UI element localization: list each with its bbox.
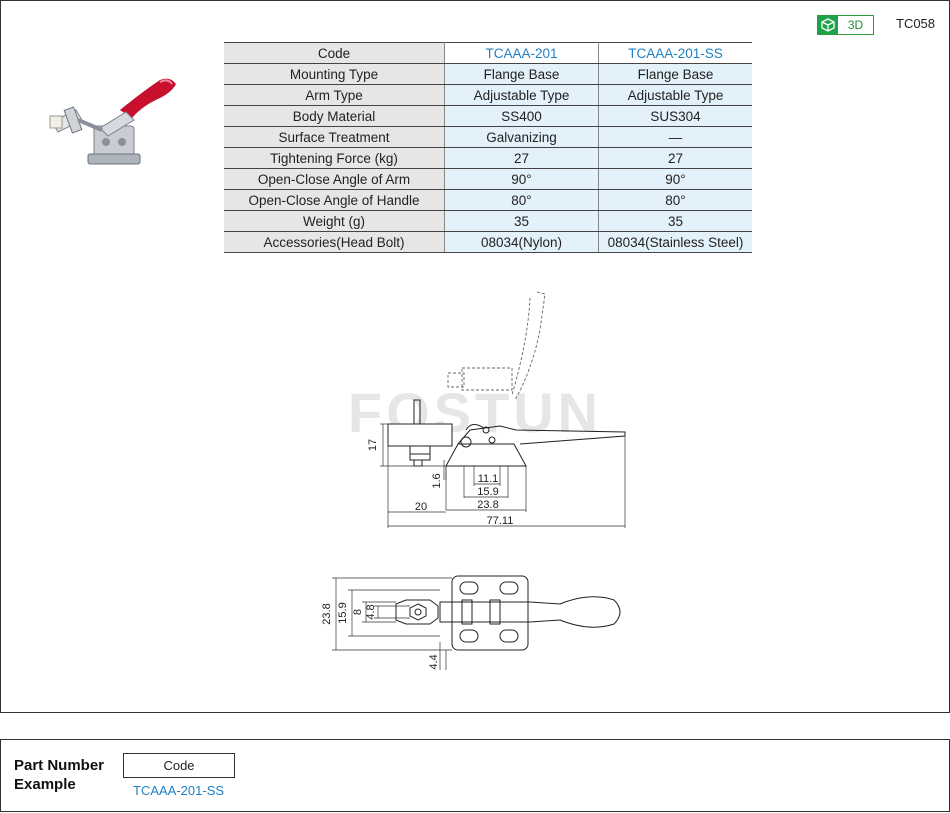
side-view — [387, 399, 626, 467]
top-view-dimensions — [332, 577, 452, 670]
header-col1: TCAAA-201 — [444, 42, 599, 64]
page-code: TC058 — [896, 16, 936, 31]
technical-drawing: FOSTUN — [321, 291, 626, 670]
row-value: Flange Base — [444, 63, 599, 85]
row-label: Body Material — [224, 105, 445, 127]
dim-spacing: 15.9 — [337, 602, 349, 623]
row-value: Galvanizing — [444, 126, 599, 148]
3d-label: 3D — [847, 18, 864, 32]
row-label: Weight (g) — [224, 210, 445, 232]
dim-base: 23.8 — [477, 499, 498, 511]
row-label: Open-Close Angle of Handle — [224, 189, 445, 211]
row-value: 90° — [444, 168, 599, 190]
row-label: Open-Close Angle of Arm — [224, 168, 445, 190]
watermark: FOSTUN — [348, 381, 602, 444]
top-view — [395, 575, 621, 651]
part-number-label-line2: Example — [14, 776, 76, 793]
row-value: Adjustable Type — [598, 84, 752, 106]
raised-handle-outline — [447, 291, 546, 401]
row-value: 08034(Stainless Steel) — [598, 231, 752, 253]
dim-height: 17 — [367, 439, 379, 451]
row-label: Tightening Force (kg) — [224, 147, 445, 169]
row-value: 27 — [598, 147, 752, 169]
dim-hole1: 11.1 — [478, 473, 499, 485]
row-label: Mounting Type — [224, 63, 445, 85]
part-number-value: TCAAA-201-SS — [133, 783, 225, 798]
row-value: 35 — [444, 210, 599, 232]
row-value: — — [598, 126, 752, 148]
row-value: SUS304 — [598, 105, 752, 127]
row-value: 90° — [598, 168, 752, 190]
row-value: 80° — [444, 189, 599, 211]
dim-inner: 4.8 — [365, 604, 377, 619]
row-label: Accessories(Head Bolt) — [224, 231, 445, 253]
3d-view-button[interactable]: 3D — [817, 15, 874, 35]
row-value: Flange Base — [598, 63, 752, 85]
row-value: 80° — [598, 189, 752, 211]
code-box: Code — [123, 753, 235, 778]
row-value: 27 — [444, 147, 599, 169]
row-value: SS400 — [444, 105, 599, 127]
product-photo — [49, 78, 176, 165]
dim-hole2: 15.9 — [477, 486, 498, 498]
dim-width: 23.8 — [321, 603, 333, 624]
row-value: Adjustable Type — [444, 84, 599, 106]
dim-hole: 4.4 — [428, 654, 440, 669]
row-value: 08034(Nylon) — [444, 231, 599, 253]
table-row: Accessories(Head Bolt)08034(Nylon)08034(… — [224, 231, 752, 253]
side-view-dimensions — [380, 423, 626, 528]
dim-total: 77.11 — [487, 515, 514, 527]
header-col2: TCAAA-201-SS — [598, 42, 752, 64]
cube-icon — [818, 16, 838, 34]
header-code: Code — [224, 42, 445, 64]
row-value: 35 — [598, 210, 752, 232]
dim-slot: 8 — [352, 609, 364, 615]
part-number-label-line1: Part Number — [14, 757, 105, 774]
dim-offset: 20 — [415, 501, 427, 513]
dim-gap: 1.6 — [431, 473, 443, 488]
table-header-row: Code TCAAA-201 TCAAA-201-SS — [224, 42, 752, 64]
part-number-label: Part Number Example — [14, 756, 104, 794]
row-label: Surface Treatment — [224, 126, 445, 148]
row-label: Arm Type — [224, 84, 445, 106]
spec-table: Code TCAAA-201 TCAAA-201-SS Mounting Typ… — [224, 42, 752, 253]
